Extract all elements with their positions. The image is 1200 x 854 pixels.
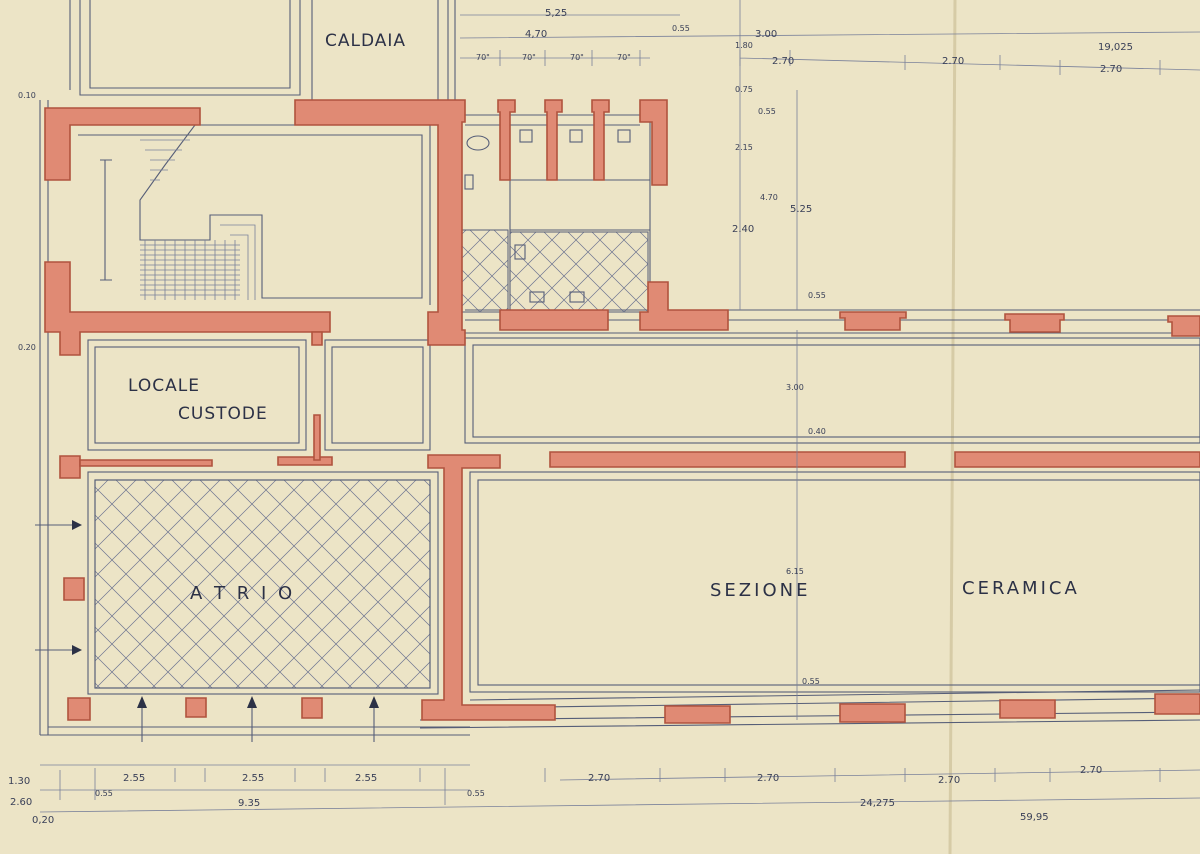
dim-b1-6: 2.70 <box>757 773 779 784</box>
dimension-labels-bottom: 1.30 2.55 2.55 2.55 2.70 2.70 2.70 2.70 … <box>8 765 1102 826</box>
dim-top-3: 3.00 <box>755 29 777 40</box>
dim-top-6: 19,025 <box>1098 42 1133 53</box>
dimension-labels-top: 5,25 4,70 3.00 0.55 1.80 19,025 2.70 2.7… <box>476 8 1133 75</box>
label-ceramica: CERAMICA <box>962 578 1080 599</box>
dim-top-9: 2.70 <box>1100 64 1122 75</box>
dim-top-7: 2.70 <box>772 56 794 67</box>
dim-top-small-2: 70" <box>522 53 536 62</box>
dim-top-5: 1.80 <box>735 41 753 50</box>
dim-b1-4: 2.55 <box>355 773 377 784</box>
dimension-labels-vertical: 0.75 0.55 2.15 4.70 5.25 2.40 0.55 3.00 … <box>18 85 826 686</box>
atrio-room <box>87 471 439 695</box>
dim-v-11: 0.55 <box>802 677 820 686</box>
room-labels: CALDAIA LOCALE CUSTODE A T R I O SEZIONE… <box>128 31 1080 604</box>
label-sezione: SEZIONE <box>710 580 810 601</box>
toilet-block <box>459 114 651 313</box>
label-atrio: A T R I O <box>190 583 295 604</box>
entrance-arrows <box>35 520 379 742</box>
dim-v-5: 5.25 <box>790 204 812 215</box>
dim-v-8: 3.00 <box>786 383 804 392</box>
dim-top-1: 5,25 <box>545 8 567 19</box>
dim-b1-7: 2.70 <box>938 775 960 786</box>
dim-b1-8: 2.70 <box>1080 765 1102 776</box>
dim-b2-3: 9.35 <box>238 798 260 809</box>
dim-v-9: 0.40 <box>808 427 826 436</box>
dim-b2-4: 0.55 <box>467 789 485 798</box>
dim-b1-1: 1.30 <box>8 776 30 787</box>
dim-b1-5: 2.70 <box>588 773 610 784</box>
dim-left-1: 0.10 <box>18 91 36 100</box>
dim-v-10: 6.15 <box>786 567 804 576</box>
label-locale: LOCALE <box>128 376 200 396</box>
dimension-lines <box>39 0 1200 813</box>
dim-top-4: 0.55 <box>672 24 690 33</box>
dim-left-2: 0.20 <box>18 343 36 352</box>
dim-b2-5: 24,275 <box>860 798 895 809</box>
dim-v-4: 4.70 <box>760 193 778 202</box>
dim-v-6: 2.40 <box>732 224 754 235</box>
paper-fold <box>948 0 957 854</box>
walls <box>44 99 1200 724</box>
dim-b1-2: 2.55 <box>123 773 145 784</box>
dim-top-small-4: 70" <box>617 53 631 62</box>
dim-v-3: 2.15 <box>735 143 753 152</box>
dim-b2-1: 2.60 <box>10 797 32 808</box>
dim-v-1: 0.75 <box>735 85 753 94</box>
sezione-ceramica-room <box>469 471 1200 709</box>
dim-b3-2: 59,95 <box>1020 812 1049 823</box>
dim-b2-2: 0.55 <box>95 789 113 798</box>
dim-top-8: 2.70 <box>942 56 964 67</box>
dim-v-7: 0.55 <box>808 291 826 300</box>
label-caldaia: CALDAIA <box>325 31 406 51</box>
boiler-room-outline <box>69 0 456 100</box>
dim-top-2: 4,70 <box>525 29 547 40</box>
dim-top-small-1: 70" <box>476 53 490 62</box>
dim-v-2: 0.55 <box>758 107 776 116</box>
dim-b1-3: 2.55 <box>242 773 264 784</box>
dim-b3-1: 0,20 <box>32 815 54 826</box>
dim-top-small-3: 70" <box>570 53 584 62</box>
locale-custode-room <box>87 339 431 451</box>
label-custode: CUSTODE <box>178 404 268 424</box>
